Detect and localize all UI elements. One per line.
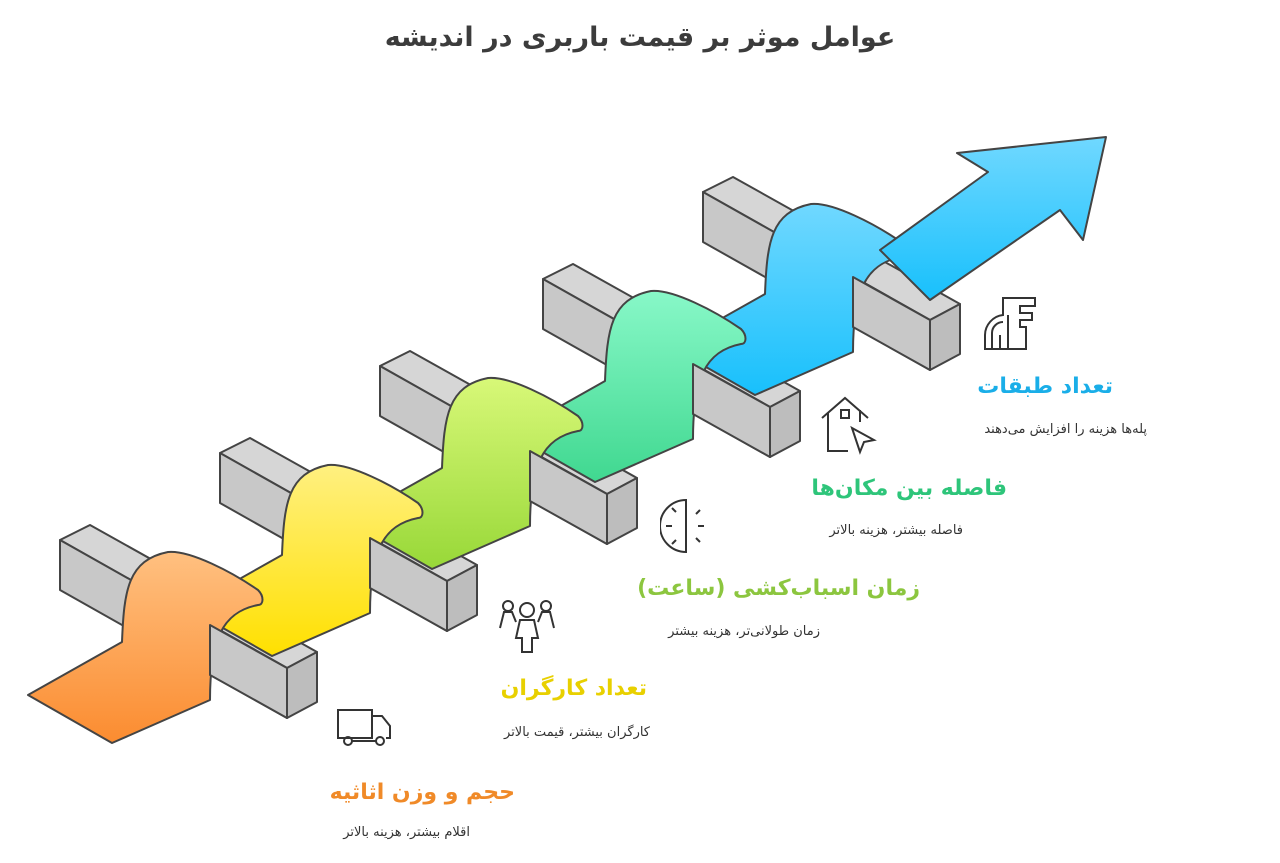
block-end-face: [446, 564, 478, 632]
house-cursor-icon: [821, 396, 877, 455]
block-end-face: [929, 303, 961, 371]
factor-title-floors: تعداد طبقات: [977, 374, 1113, 399]
arrow-head: [879, 136, 1107, 301]
factor-desc-workers: کارگران بیشتر، قیمت بالاتر: [504, 725, 650, 740]
workers-group-icon: [499, 600, 555, 653]
factor-title-distance: فاصله بین مکان‌ها: [811, 476, 1007, 501]
page-title: عوامل موثر بر قیمت باربری در اندیشه: [384, 22, 896, 53]
factor-title-workers: تعداد کارگران: [500, 676, 647, 701]
factor-title-furniture: حجم و وزن اثاثیه: [329, 780, 515, 805]
block-end-face: [286, 651, 318, 719]
factor-desc-furniture: اقلام بیشتر، هزینه بالاتر: [343, 825, 470, 840]
block-end-face: [769, 390, 801, 458]
half-clock-icon: [660, 498, 704, 554]
truck-icon: [337, 709, 391, 746]
factor-desc-distance: فاصله بیشتر، هزینه بالاتر: [829, 523, 963, 538]
factor-desc-time: زمان طولانی‌تر، هزینه بیشتر: [668, 624, 820, 639]
factor-desc-floors: پله‌ها هزینه را افزایش می‌دهند: [984, 422, 1147, 437]
spiral-stairs-icon: [984, 297, 1036, 350]
block-end-face: [606, 477, 638, 545]
factor-title-time: زمان اسباب‌کشی (ساعت): [637, 576, 920, 601]
